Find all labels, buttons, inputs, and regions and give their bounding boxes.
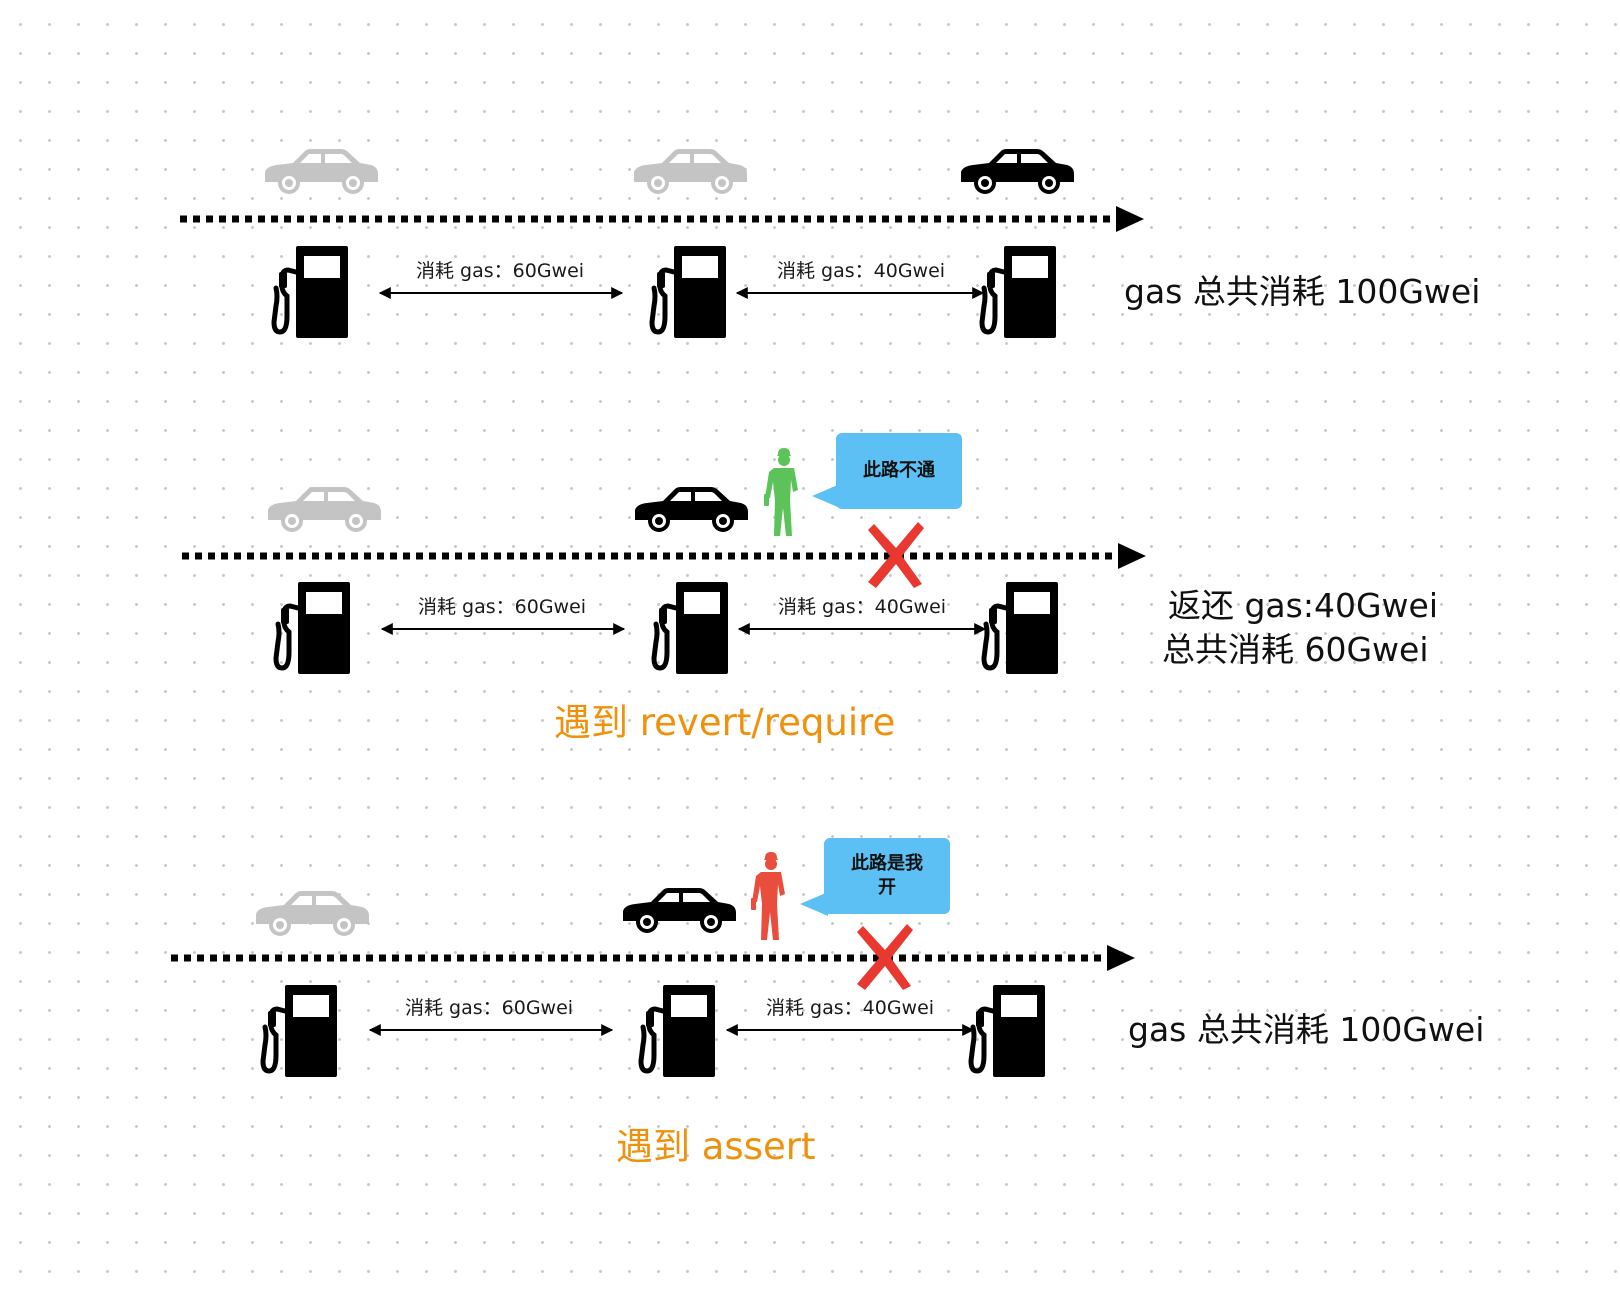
- gas-pump-icon: [648, 246, 728, 338]
- segment-label: 消耗 gas：60Gwei: [418, 596, 587, 618]
- gas-pump-icon: [272, 582, 352, 674]
- worker-icon: [758, 448, 802, 538]
- car-icon: [631, 484, 751, 534]
- segment-label: 消耗 gas：40Gwei: [778, 596, 947, 618]
- summary-line: 总共消耗 60Gwei: [1162, 630, 1429, 669]
- road-line: [182, 543, 1146, 635]
- gas-summary: gas 总共消耗 100Gwei: [1124, 270, 1480, 314]
- car-icon: [252, 888, 372, 938]
- gas-pump-icon: [259, 985, 339, 1077]
- speech-bubble: 此路是我 开: [824, 838, 950, 914]
- speech-bubble-tail: [812, 484, 840, 508]
- scene-revert-require: 此路不通 消耗 gas：60Gwei 消耗 gas：40Gwei 返还 gas:…: [0, 336, 1620, 744]
- scene-assert: 此路是我 开 消耗 gas：60Gwei 消耗 gas：40Gwei gas 总…: [0, 740, 1620, 1168]
- summary-line: 返还 gas:40Gwei: [1168, 586, 1438, 625]
- trigger-caption: 遇到 assert: [616, 1125, 816, 1168]
- segment-label: 消耗 gas：40Gwei: [766, 997, 935, 1019]
- gas-pump-icon: [980, 582, 1060, 674]
- segment-label: 消耗 gas：60Gwei: [405, 997, 574, 1019]
- summary-line: gas 总共消耗 100Gwei: [1124, 272, 1481, 311]
- road-line: [171, 945, 1135, 1036]
- car-icon: [619, 885, 739, 935]
- speech-bubble: 此路不通: [836, 433, 962, 509]
- blocked-cross-icon: [866, 520, 926, 590]
- segment-label: 消耗 gas：40Gwei: [777, 260, 946, 282]
- car-icon: [957, 146, 1077, 196]
- summary-line: gas 总共消耗 100Gwei: [1128, 1010, 1485, 1049]
- gas-pump-icon: [967, 985, 1047, 1077]
- trigger-caption: 遇到 revert/require: [554, 701, 896, 744]
- gas-pump-icon: [650, 582, 730, 674]
- gas-pump-icon: [270, 246, 350, 338]
- blocked-cross-icon: [855, 922, 915, 992]
- gas-summary: gas 总共消耗 100Gwei: [1128, 1008, 1484, 1052]
- speech-bubble-tail: [800, 892, 828, 916]
- road-line: [180, 206, 1144, 299]
- gas-summary: 返还 gas:40Gwei 总共消耗 60Gwei: [1162, 584, 1438, 672]
- gas-pump-icon: [978, 246, 1058, 338]
- scene-normal: 消耗 gas：60Gwei 消耗 gas：40Gwei gas 总共消耗 100…: [0, 0, 1620, 380]
- worker-icon: [745, 852, 789, 942]
- segment-label: 消耗 gas：60Gwei: [416, 260, 585, 282]
- car-icon: [261, 146, 381, 196]
- car-icon: [630, 146, 750, 196]
- gas-pump-icon: [637, 985, 717, 1077]
- car-icon: [264, 484, 384, 534]
